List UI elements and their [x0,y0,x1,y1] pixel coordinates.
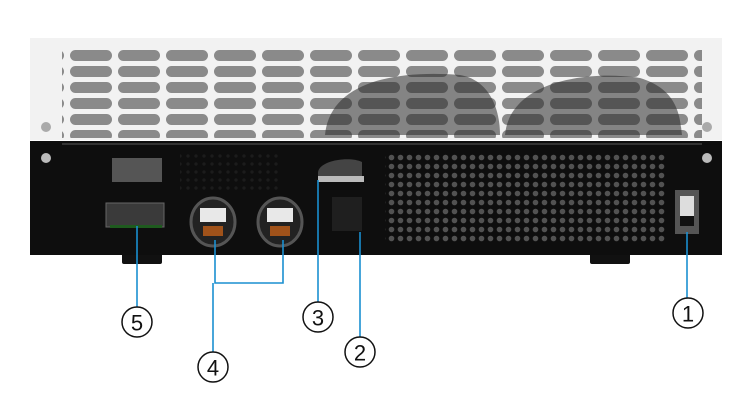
callout-lines [136,180,688,352]
rear-panel [30,141,722,255]
svg-text:5: 5 [131,311,143,336]
callout-2: 2 [344,336,376,368]
power-switch[interactable] [675,190,699,234]
terminal-left [189,196,237,248]
port [332,197,362,231]
callout-3: 3 [302,301,334,333]
screw-icon [702,122,712,132]
terminal-right [256,196,304,248]
svg-text:3: 3 [312,306,324,331]
screw-icon [702,153,712,163]
svg-text:4: 4 [207,356,219,381]
svg-text:2: 2 [354,341,366,366]
svg-text:1: 1 [682,302,694,327]
screw-icon [41,122,51,132]
callout-5: 5 [121,306,153,338]
connector-block [105,158,165,228]
callout-4: 4 [197,351,229,383]
screw-icon [41,153,51,163]
callout-1: 1 [672,297,704,329]
cover [318,159,362,178]
top-chassis [30,38,722,140]
